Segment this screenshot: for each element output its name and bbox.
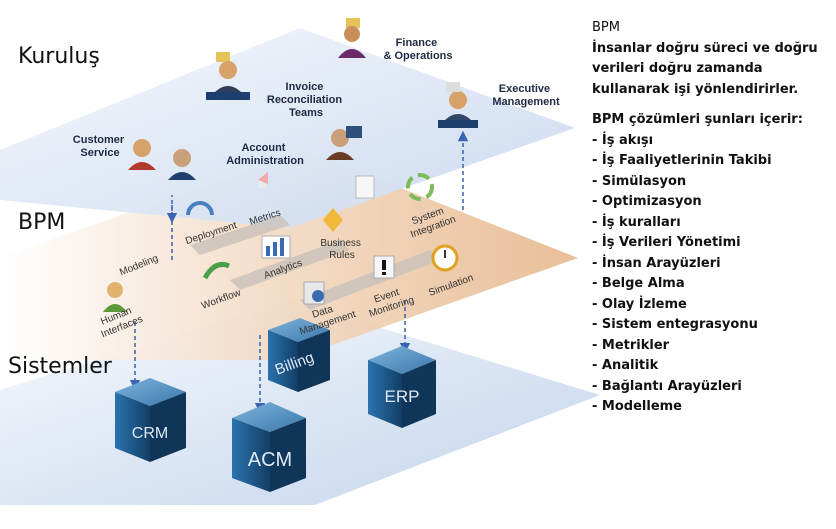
deployment-icon [186,201,214,216]
role-label-executive: Executive Management [492,83,560,108]
solution-item: - İş Faaliyetlerinin Takibi [592,153,772,168]
description-panel: BPM İnsanlar doğru süreci ve doğru veril… [592,18,832,418]
layer-label-sistemler: Sistemler [8,354,112,379]
solution-item: - Belge Alma [592,276,685,291]
business-rules-icon [323,208,343,232]
solution-item: - Olay İzleme [592,296,687,312]
layer-label-kurulus: Kuruluş [18,44,100,69]
solution-item: - Analitik [592,358,659,373]
layer-label-bpm: BPM [18,210,66,235]
description-intro: İnsanlar doğru süreci ve doğru verileri … [592,40,818,97]
person-icon-executive [438,82,478,128]
solution-item: - Modelleme [592,399,683,414]
solution-item: - İş Verileri Yönetimi [592,235,741,250]
data-management-icon [303,281,325,305]
solution-item: - Optimizasyon [592,194,702,209]
solution-item: - İş kuralları [592,214,681,230]
solution-item: - İnsan Arayüzleri [592,255,721,271]
server-billing [268,318,330,392]
server-crm [115,378,186,462]
role-label-invoice: Invoice Reconciliation Teams [267,81,345,119]
person-icon-finance [338,18,366,58]
person-icon-customer-2 [168,149,196,180]
person-icon-human-interfaces [103,282,127,312]
server-label-crm: CRM [132,425,168,442]
solutions-heading: BPM çözümleri şunları içerir: [592,112,803,127]
connector-arrows [129,130,469,414]
system-integration-icon [406,173,434,201]
solution-item: - Bağlantı Arayüzleri [592,378,742,394]
metrics-icon [258,172,268,188]
solutions-list: - İş akışı - İş Faaliyetlerinin Takibi -… [592,131,832,418]
solution-item: - Simülasyon [592,173,687,189]
person-icon-invoice [206,52,250,100]
solution-item: - Metrikler [592,337,670,353]
person-icon-customer-1 [128,139,156,170]
bpm-connectors [190,215,440,310]
server-label-acm: ACM [248,449,292,471]
document-icon [355,175,375,199]
solution-item: - Sistem entegrasyonu [592,317,758,332]
simulation-icon [431,244,459,272]
server-label-erp: ERP [385,387,420,406]
description-title: BPM [592,20,620,35]
role-label-account: Account Administration [226,142,304,167]
role-label-finance: Finance & Operations [383,37,452,62]
event-monitoring-icon [373,255,395,279]
solution-item: - İş akışı [592,132,654,148]
role-label-customer: Customer Service [73,134,127,159]
workflow-icon [202,262,230,280]
organization-plane [0,28,575,228]
analytics-icon [261,235,291,259]
server-acm [232,402,306,492]
person-icon-account [326,126,362,160]
bpm-label-business-rules: Business Rules [320,238,363,261]
server-erp [368,346,436,428]
